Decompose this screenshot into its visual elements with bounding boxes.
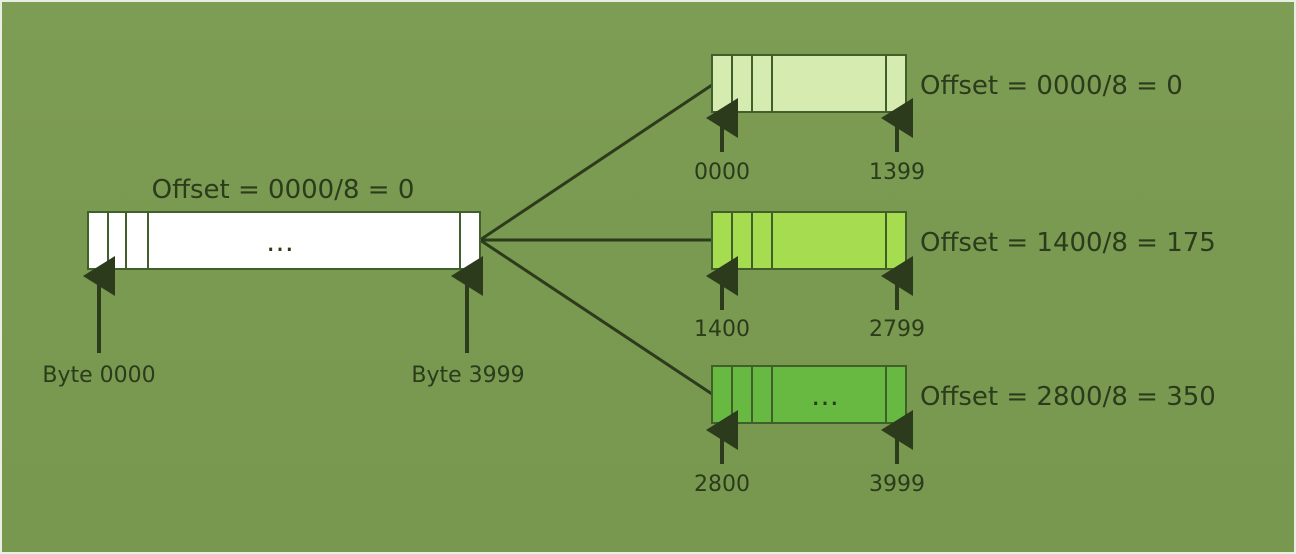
byte-end-label: Byte 3999 [411,363,524,388]
fragment-3: … Offset = 2800/8 = 350 2800 3999 [694,365,1216,497]
original-ellipsis: … [266,225,298,258]
fragment-2-offset-label: Offset = 1400/8 = 175 [920,228,1216,258]
fragment-3-start-label: 2800 [694,472,750,497]
fragment-2-start-label: 1400 [694,317,750,342]
fragment-3-box [711,365,907,424]
fragment-1-box [711,54,907,113]
fragment-2-end-label: 2799 [869,317,925,342]
fragment-3-ellipsis: … [811,379,843,412]
fragment-3-end-label: 3999 [869,472,925,497]
fragment-1-offset-label: Offset = 0000/8 = 0 [920,71,1183,101]
fragment-2-box [711,211,907,270]
fragment-1-start-label: 0000 [694,160,750,185]
fragment-2: Offset = 1400/8 = 175 1400 2799 [694,211,1216,342]
connection-lines [479,83,713,396]
fragment-1-end-label: 1399 [869,160,925,185]
connector-line-1 [479,83,713,242]
byte-start-label: Byte 0000 [42,363,155,388]
original-offset-label: Offset = 0000/8 = 0 [152,175,415,205]
original-packet: … Offset = 0000/8 = 0 Byte 0000 Byte 399… [42,175,524,388]
fragment-1: Offset = 0000/8 = 0 0000 1399 [694,54,1183,185]
original-packet-box [87,211,481,270]
connector-line-3 [479,238,713,396]
fragment-3-offset-label: Offset = 2800/8 = 350 [920,382,1216,412]
